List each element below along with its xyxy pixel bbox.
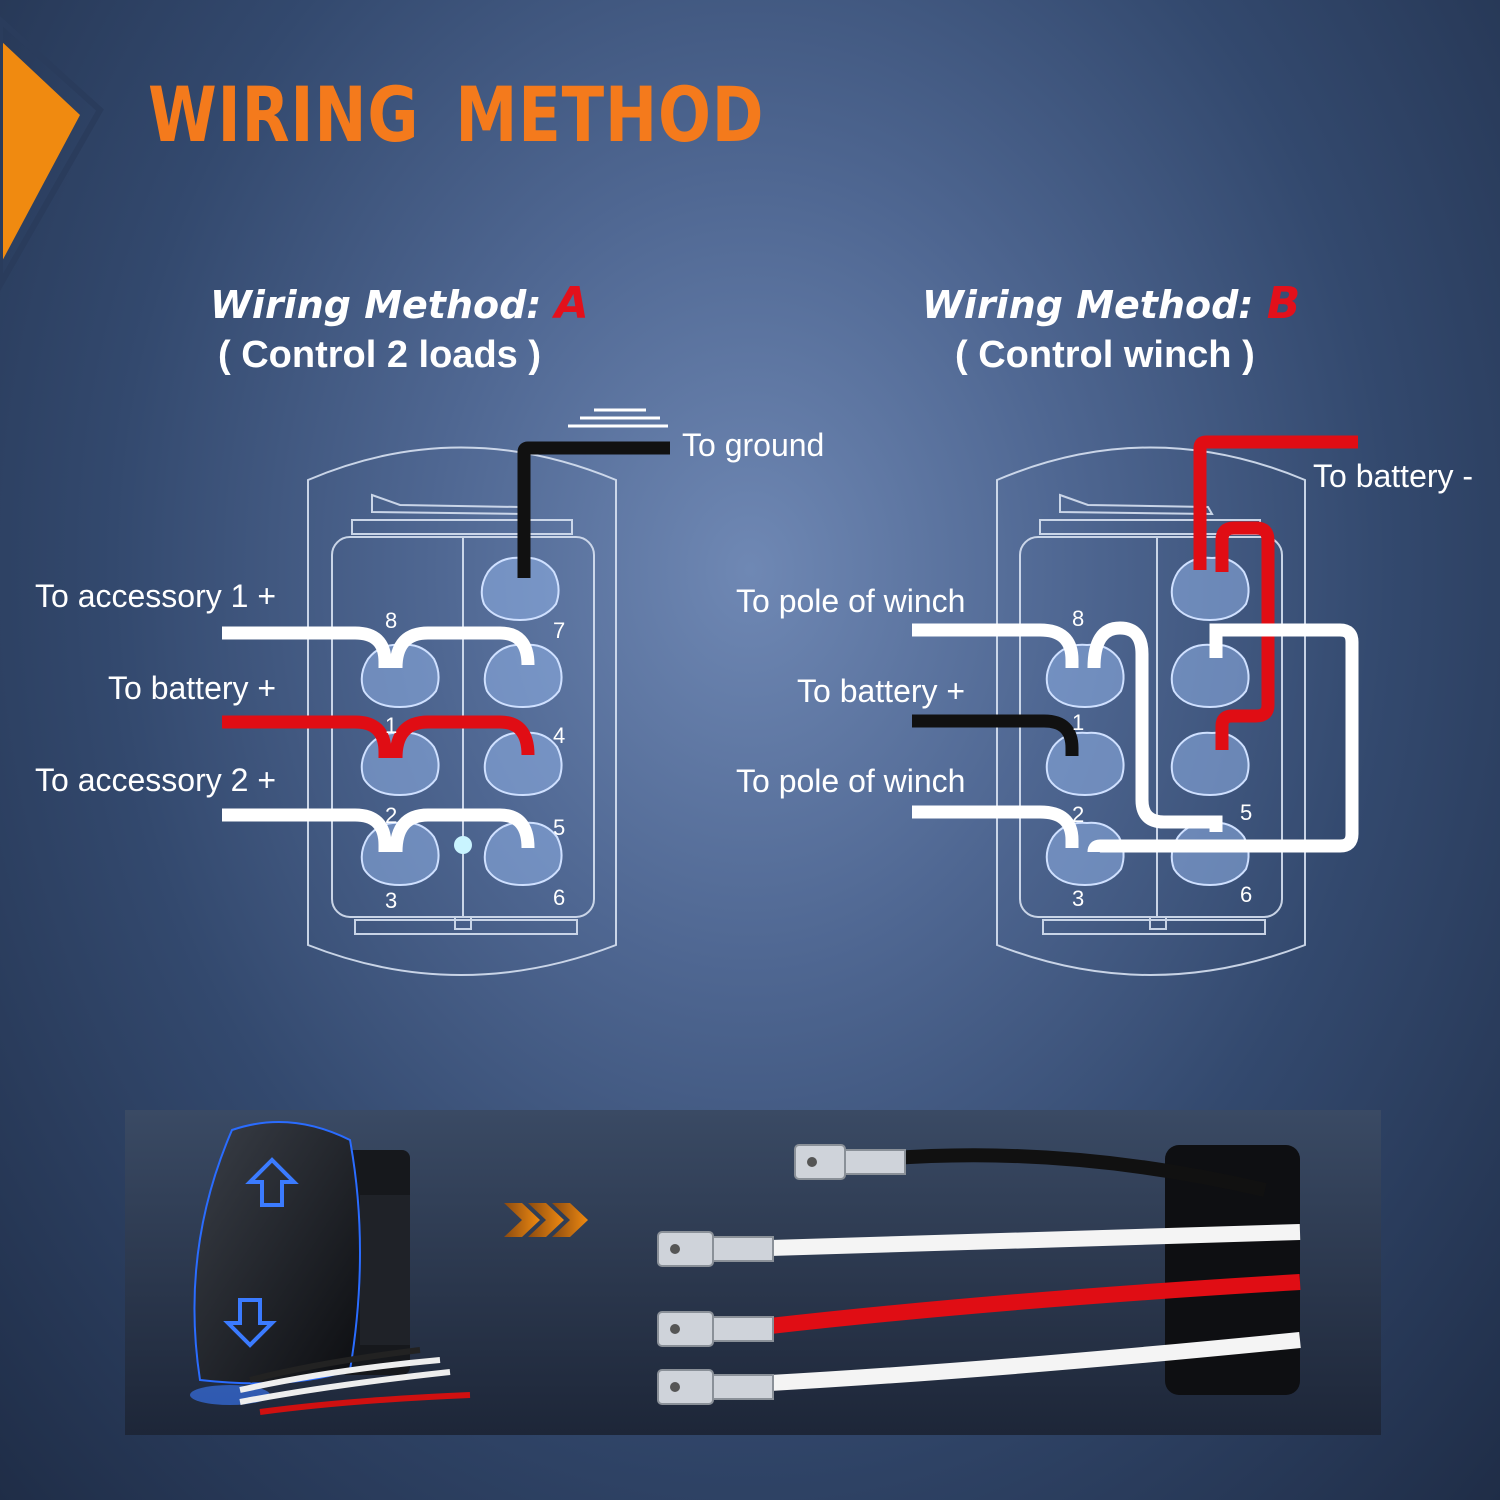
label-to-ground: To ground xyxy=(682,427,825,463)
title-word-1: WIRING xyxy=(148,70,420,159)
label-pole-1: To pole of winch xyxy=(736,583,966,619)
pin-b-6: 6 xyxy=(1240,882,1252,907)
pin-2: 2 xyxy=(385,803,397,828)
rocker-switch-photo xyxy=(190,1121,410,1405)
pole2-wire xyxy=(912,805,1079,848)
pin-b-2: 2 xyxy=(1072,802,1084,827)
pin-3: 3 xyxy=(385,888,397,913)
cross-wire-8-5 xyxy=(1087,621,1223,832)
page-title: WIRING METHOD xyxy=(148,70,764,159)
title-word-2: METHOD xyxy=(455,70,765,159)
jumper-3-5 xyxy=(389,808,535,853)
pin-7: 7 xyxy=(553,618,565,643)
pin-b-1: 1 xyxy=(1072,710,1084,735)
cross-wire-2-6-loop xyxy=(1087,623,1359,853)
up-arrow-icon xyxy=(245,1157,299,1207)
method-b-letter: B xyxy=(1266,278,1301,329)
method-a-heading: Wiring Method: A xyxy=(210,278,589,329)
jumper-7-4 xyxy=(1215,521,1275,750)
method-a-letter: A xyxy=(554,278,589,329)
accessory1-wire xyxy=(222,626,392,668)
accessory2-wire xyxy=(222,808,392,852)
method-a-subtitle: ( Control 2 loads ) xyxy=(218,334,541,376)
ground-wire xyxy=(517,441,670,578)
method-b-heading: Wiring Method: B xyxy=(922,278,1301,329)
pin-b-5: 5 xyxy=(1240,800,1252,825)
down-arrow-icon xyxy=(223,1298,277,1348)
jumper-1-4 xyxy=(389,715,535,759)
label-battery-pos-b: To battery + xyxy=(797,673,966,709)
label-battery-neg: To battery - xyxy=(1313,458,1474,494)
ground-symbol xyxy=(568,408,668,428)
pin-4: 4 xyxy=(553,723,565,748)
label-pole-2: To pole of winch xyxy=(736,763,966,799)
battery-wire xyxy=(222,715,392,758)
method-b-subtitle: ( Control winch ) xyxy=(955,334,1255,376)
indicator-led xyxy=(454,836,472,854)
battery-pos-wire xyxy=(912,714,1079,756)
wire-harness-photo xyxy=(657,1144,1301,1405)
pin-5: 5 xyxy=(553,815,565,840)
jumper-8-7 xyxy=(389,626,535,669)
pin-6: 6 xyxy=(553,885,565,910)
chevron-right-icon xyxy=(504,1203,588,1237)
label-battery-pos-a: To battery + xyxy=(108,670,277,706)
label-accessory-1: To accessory 1 + xyxy=(35,578,276,614)
label-accessory-2: To accessory 2 + xyxy=(35,762,276,798)
pin-1: 1 xyxy=(385,713,397,738)
orange-corner-accent xyxy=(0,40,80,265)
pin-8: 8 xyxy=(385,608,397,633)
battery-neg-wire xyxy=(1193,435,1358,570)
pole1-wire xyxy=(912,623,1079,668)
pin-b-8: 8 xyxy=(1072,606,1084,631)
switch-lead-wires xyxy=(239,1347,471,1415)
pin-b-3: 3 xyxy=(1072,886,1084,911)
